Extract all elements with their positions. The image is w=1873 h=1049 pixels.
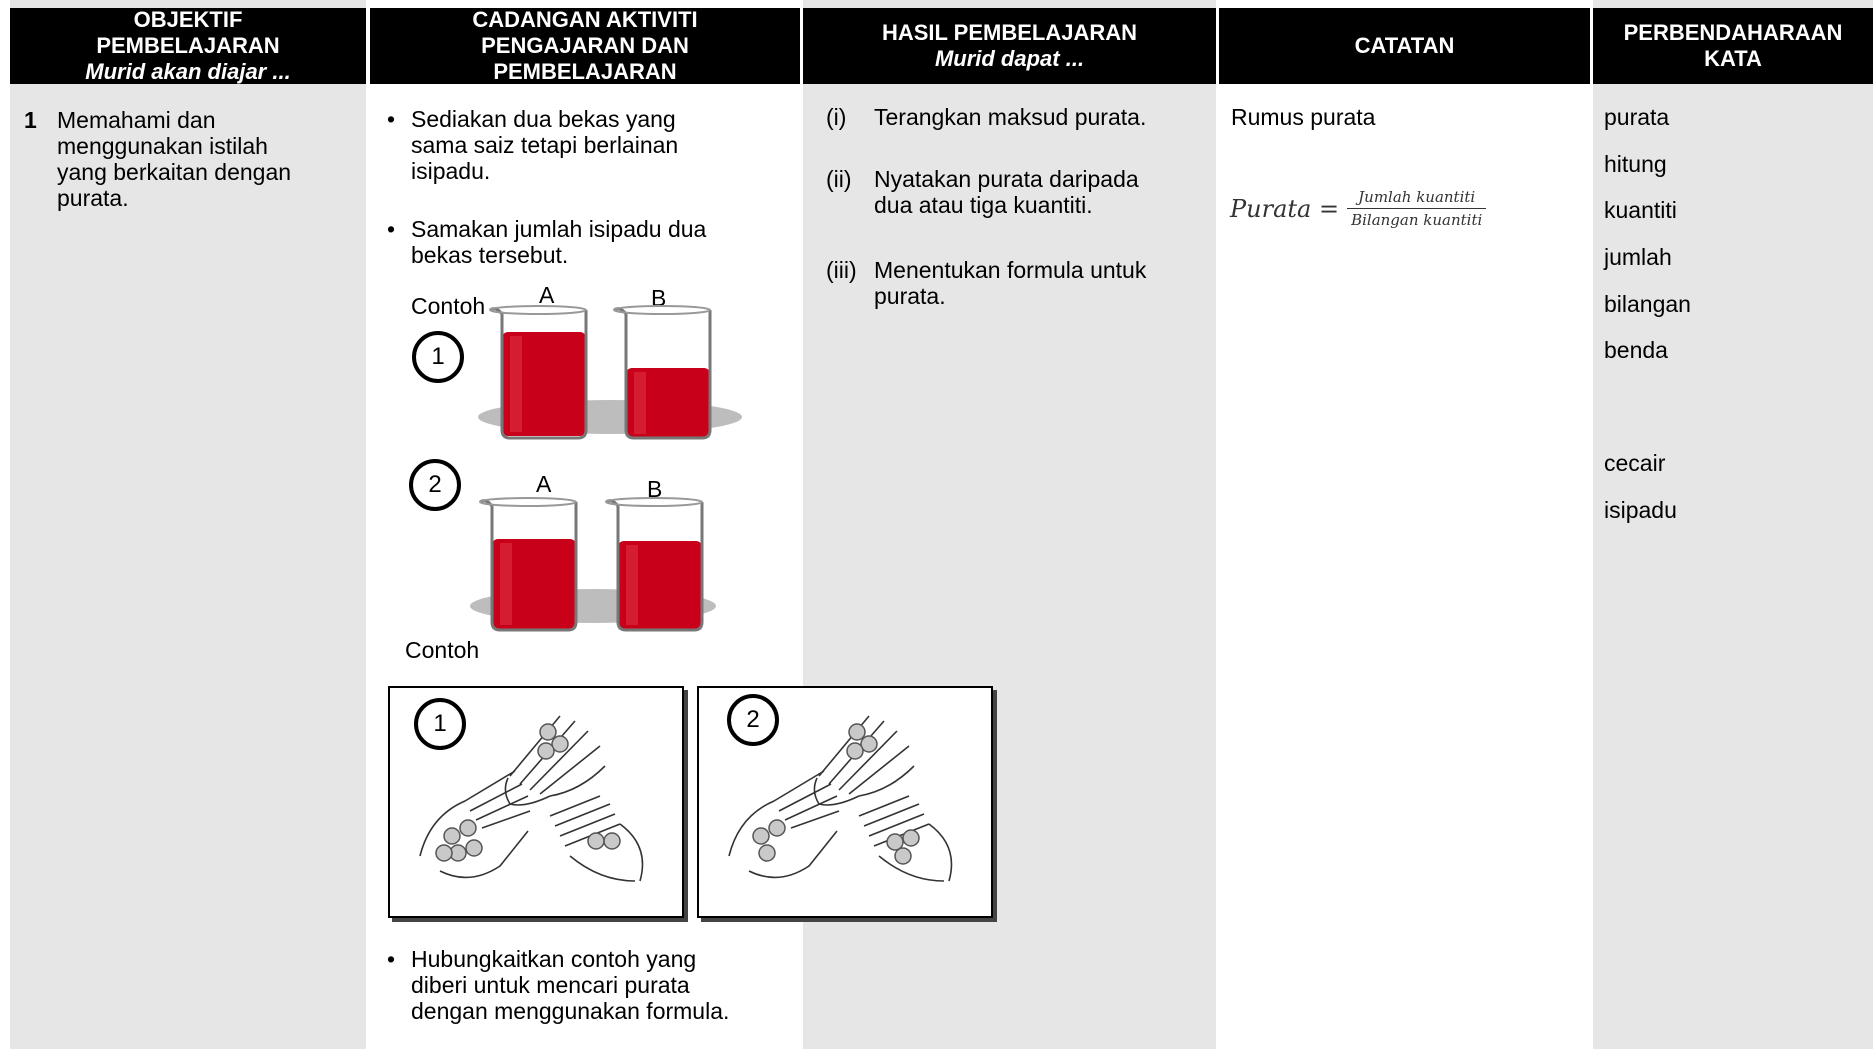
beaker-b-liquid xyxy=(618,541,702,629)
bullet-line: Samakan jumlah isipadu dua xyxy=(411,216,707,242)
header-objektif-line1: OBJEKTIF xyxy=(133,7,243,32)
beaker-label-a-1: A xyxy=(539,282,555,308)
vocab-word: hitung xyxy=(1604,151,1667,177)
objektif-line: menggunakan istilah xyxy=(57,133,268,159)
hasil-item-number: (ii) xyxy=(826,166,852,192)
vocab-word: benda xyxy=(1604,337,1668,363)
header-objektif-sub: Murid akan diajar ... xyxy=(85,59,291,84)
contoh-label-2: Contoh xyxy=(405,637,480,663)
header-cadangan-line2: PENGAJARAN DAN xyxy=(481,33,689,58)
beaker-b-glass xyxy=(605,499,704,632)
hasil-item-3: (iii) Menentukan formula untuk purata. xyxy=(826,257,1147,309)
hasil-item-number: (i) xyxy=(826,104,847,130)
beakers-example-1 xyxy=(478,305,742,440)
cadangan-bullet-1: • Sediakan dua bekas yang sama saiz teta… xyxy=(387,106,679,184)
beaker-b-highlight xyxy=(634,372,646,434)
beaker-label-b-2: B xyxy=(647,476,663,502)
vocab-word: purata xyxy=(1604,104,1670,130)
contoh-label-1: Contoh xyxy=(411,293,486,319)
bullet-dot-icon: • xyxy=(387,946,396,972)
header-hasil: HASIL PEMBELAJARAN Murid dapat ... xyxy=(803,8,1216,84)
vocab-word: kuantiti xyxy=(1604,197,1677,223)
beaker-a-rim xyxy=(479,497,577,507)
hasil-item-line: Nyatakan purata daripada xyxy=(874,166,1139,192)
beaker-a-rim xyxy=(489,305,587,315)
beaker-b-rim xyxy=(613,305,711,315)
coin-example-box-2: 2 xyxy=(697,686,993,918)
objektif-line: Memahami dan xyxy=(57,107,216,133)
objektif-line: yang berkaitan dengan xyxy=(57,159,292,185)
bullet-line: dengan menggunakan formula. xyxy=(411,998,730,1024)
hasil-item-number: (iii) xyxy=(826,257,857,283)
beaker-a-liquid xyxy=(502,332,586,436)
example-number-1: 1 xyxy=(412,331,464,383)
catatan-column-bg xyxy=(1219,0,1590,1049)
hasil-item-line: Menentukan formula untuk xyxy=(874,257,1147,283)
perbendaharaan-column-bg xyxy=(1593,0,1873,1049)
cadangan-bullet-3: • Hubungkaitkan contoh yang diberi untuk… xyxy=(387,946,730,1024)
bullet-dot-icon: • xyxy=(387,216,396,242)
hasil-item-line: dua atau tiga kuantiti. xyxy=(874,192,1093,218)
formula-bar xyxy=(1347,208,1487,209)
hasil-item-line: Terangkan maksud purata. xyxy=(874,104,1147,130)
bullet-line: Hubungkaitkan contoh yang xyxy=(411,946,697,972)
header-cadangan: CADANGAN AKTIVITI PENGAJARAN DAN PEMBELA… xyxy=(370,7,800,84)
header-objektif: OBJEKTIF PEMBELAJARAN Murid akan diajar … xyxy=(10,7,366,84)
hasil-item-1: (i) Terangkan maksud purata. xyxy=(826,104,1147,130)
beaker-b-liquid xyxy=(626,368,710,438)
header-cadangan-line3: PEMBELAJARAN xyxy=(493,59,677,84)
hasil-item-line: purata. xyxy=(874,283,946,309)
cadangan-bullet-2: • Samakan jumlah isipadu dua bekas terse… xyxy=(387,216,707,268)
header-hasil-sub: Murid dapat ... xyxy=(934,46,1085,71)
beaker-label-b-1: B xyxy=(651,285,667,311)
header-hasil-line1: HASIL PEMBELAJARAN xyxy=(881,20,1138,45)
coin-example-number-2: 2 xyxy=(727,694,779,746)
objektif-text: Memahami dan menggunakan istilah yang be… xyxy=(57,107,291,211)
coin-example-box-1: 1 xyxy=(388,686,684,918)
header-perbendaharaan-line1: PERBENDAHARAAN xyxy=(1623,20,1843,45)
formula-numerator: Jumlah kuantiti xyxy=(1358,188,1476,206)
beaker-b-highlight xyxy=(626,545,638,625)
bullet-dot-icon: • xyxy=(387,106,396,132)
bullet-line: Sediakan dua bekas yang xyxy=(411,106,676,132)
header-objektif-line2: PEMBELAJARAN xyxy=(96,33,280,58)
header-catatan: CATATAN xyxy=(1219,8,1590,84)
formula-lhs: Purata = xyxy=(1230,194,1340,223)
vocab-word: cecair xyxy=(1604,450,1666,476)
beaker-a-liquid xyxy=(492,539,576,629)
header-cadangan-line1: CADANGAN AKTIVITI xyxy=(472,7,698,32)
beaker-a-highlight xyxy=(500,543,512,625)
bullet-line: diberi untuk mencari purata xyxy=(411,972,690,998)
beakers-example-2 xyxy=(470,497,716,632)
bullet-line: sama saiz tetapi berlainan xyxy=(411,132,679,158)
objektif-column-bg xyxy=(10,0,366,1049)
formula-fraction: Jumlah kuantiti Bilangan kuantiti xyxy=(1347,188,1487,229)
header-perbendaharaan-line2: KATA xyxy=(1704,46,1762,71)
beaker-a-highlight xyxy=(510,336,522,432)
vocab-word: isipadu xyxy=(1604,497,1677,523)
objektif-line: purata. xyxy=(57,185,129,211)
bullet-line: bekas tersebut. xyxy=(411,242,569,268)
vocab-word: jumlah xyxy=(1604,244,1672,270)
beaker-b-glass xyxy=(613,307,712,440)
header-perbendaharaan: PERBENDAHARAAN KATA xyxy=(1593,8,1873,84)
coin-example-number-1: 1 xyxy=(414,698,466,750)
formula-purata: Purata = Jumlah kuantiti Bilangan kuanti… xyxy=(1230,188,1487,229)
catatan-title: Rumus purata xyxy=(1231,104,1376,130)
formula-denominator: Bilangan kuantiti xyxy=(1351,211,1483,229)
hands-with-coins-illustration xyxy=(728,715,953,882)
bullet-line: isipadu. xyxy=(411,158,491,184)
hasil-item-2: (ii) Nyatakan purata daripada dua atau t… xyxy=(826,166,1139,218)
beaker-label-a-2: A xyxy=(536,471,552,497)
hands-with-coins-illustration xyxy=(419,715,644,882)
example-number-2: 2 xyxy=(409,459,461,511)
beaker-a-glass xyxy=(489,307,588,440)
header-catatan-line1: CATATAN xyxy=(1354,33,1455,58)
vocab-word: bilangan xyxy=(1604,291,1691,317)
beaker-b-rim xyxy=(605,497,703,507)
objektif-number: 1 xyxy=(24,107,37,133)
beaker-a-glass xyxy=(479,499,578,632)
